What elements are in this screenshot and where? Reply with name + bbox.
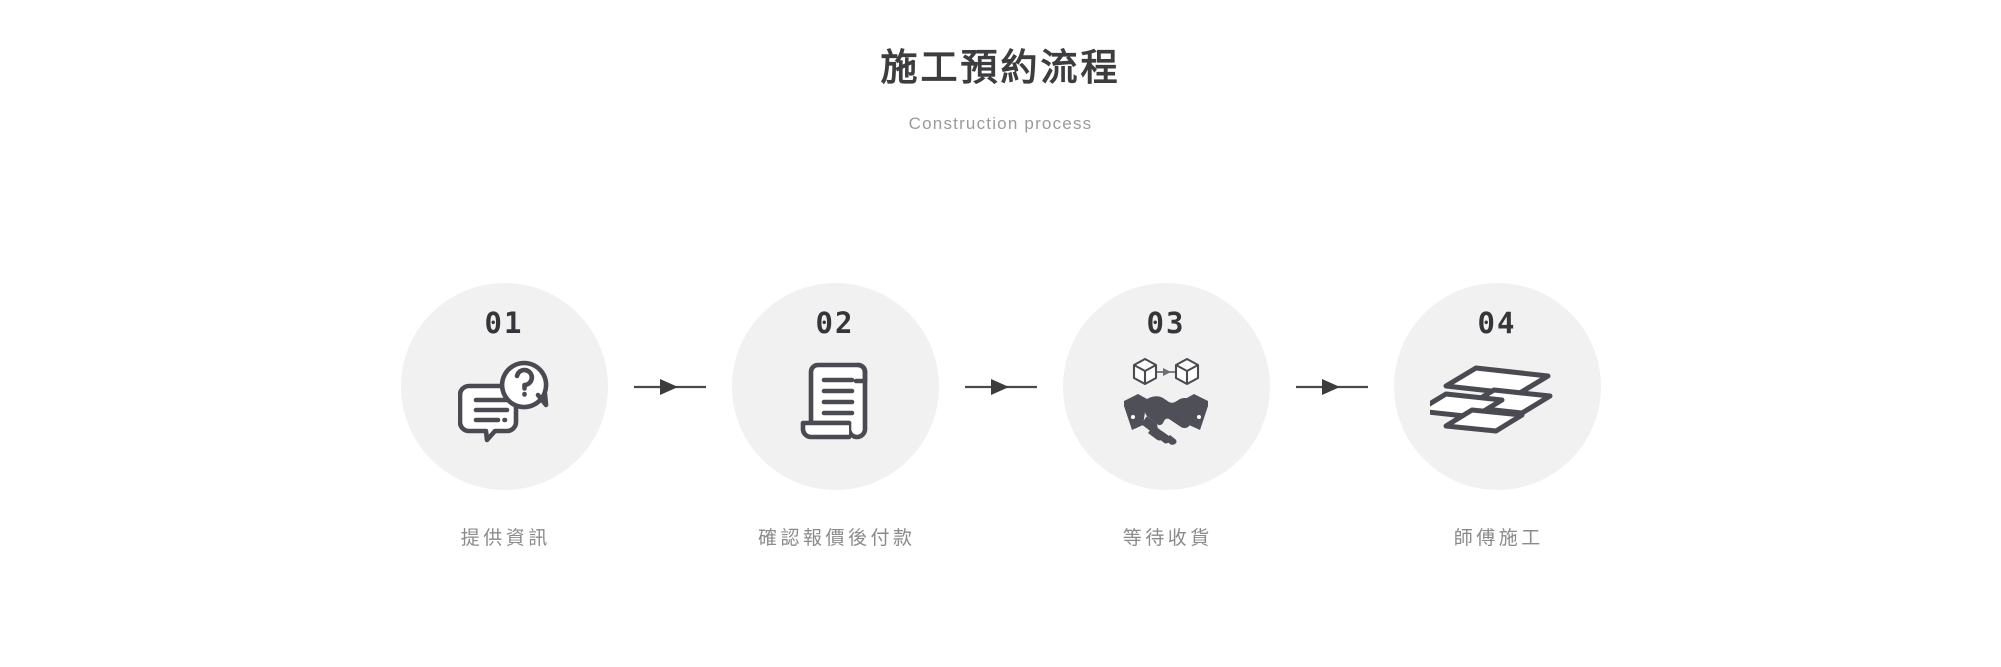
step-circle-04: 04 [1393,283,1601,490]
step-number-04: 04 [1477,306,1517,340]
arrow-right-icon-1 [608,283,732,490]
step-circle-03: 03 [1062,283,1270,490]
step-number-01: 01 [484,306,524,340]
handshake-delivery-icon [1063,351,1270,451]
step-circle-01: 01 [400,283,608,490]
process-flow: 01 [0,283,2001,552]
chat-question-icon [401,351,608,451]
process-step-02: 02 確認報價後付款 [731,283,939,552]
step-label-02: 確認報價後付款 [757,528,916,549]
step-label-01: 提供資訊 [460,528,551,549]
arrow-right-icon-2 [939,283,1063,490]
process-step-01: 01 [400,283,608,552]
heading-block: 施工預約流程 Construction process [0,46,2001,135]
arrow-right-icon-3 [1270,283,1394,490]
process-step-04: 04 師傅施工 [1393,283,1601,552]
process-step-03: 03 [1062,283,1270,552]
step-label-04: 師傅施工 [1453,528,1544,549]
page-subtitle: Construction process [908,114,1093,134]
step-label-03: 等待收貨 [1122,528,1213,549]
page-title: 施工預約流程 [880,47,1121,88]
scroll-document-icon [732,351,939,451]
step-number-02: 02 [815,306,855,340]
step-circle-02: 02 [731,283,939,490]
flooring-planks-icon [1394,351,1601,451]
step-number-03: 03 [1146,306,1186,340]
